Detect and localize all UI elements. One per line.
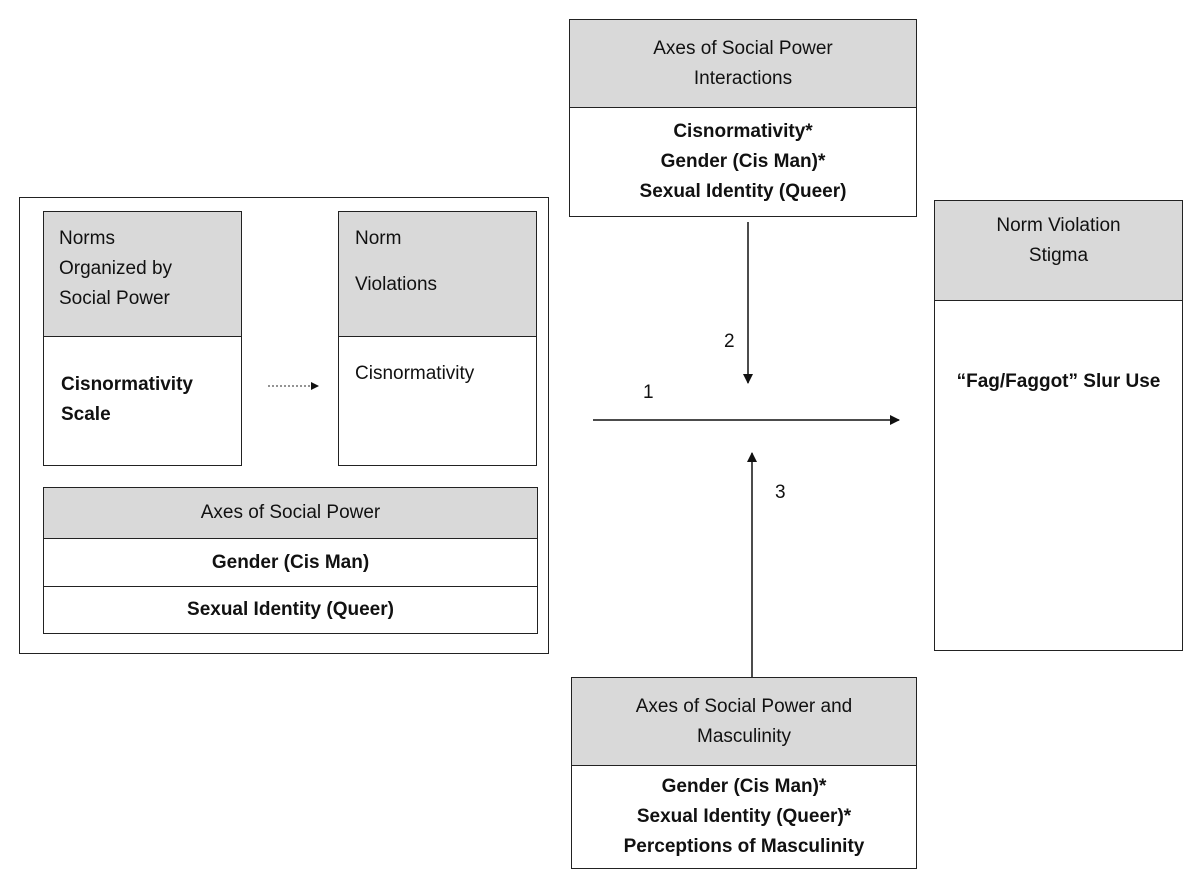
top-box-body-line-1: Cisnormativity* bbox=[673, 121, 813, 142]
norms-header-line-1: Norms bbox=[59, 228, 115, 249]
top-box-header-line-1: Axes of Social Power bbox=[653, 37, 833, 59]
right-box-header: Norm Violation Stigma bbox=[934, 200, 1183, 301]
norms-header-line-2: Organized by bbox=[59, 258, 173, 279]
axes-row-gender-text: Gender (Cis Man) bbox=[211, 551, 370, 573]
axes-header-text: Axes of Social Power bbox=[200, 502, 381, 523]
bottom-box-body-line-3: Perceptions of Masculinity bbox=[623, 836, 865, 857]
right-box-header-line-2: Stigma bbox=[1028, 245, 1089, 266]
norms-header-line-3: Social Power bbox=[59, 288, 170, 309]
violations-header: Norm Violations bbox=[338, 211, 537, 338]
right-box-header-line-1: Norm Violation bbox=[996, 215, 1121, 236]
bottom-box-body-line-1: Gender (Cis Man)* bbox=[661, 776, 827, 797]
bottom-box-header-line-2: Masculinity bbox=[697, 725, 791, 747]
violations-header-line-1: Norm bbox=[355, 228, 402, 249]
norms-header: Norms Organized by Social Power bbox=[43, 211, 242, 338]
norms-body: Cisnormativity Scale bbox=[43, 336, 242, 466]
axes-row-sexual-identity-text: Sexual Identity (Queer) bbox=[187, 599, 394, 620]
top-box-header-line-2: Interactions bbox=[693, 67, 793, 89]
right-box-body-text: “Fag/Faggot” Slur Use bbox=[956, 371, 1161, 392]
top-box-body-line-3: Sexual Identity (Queer) bbox=[639, 181, 847, 202]
top-box-header: Axes of Social Power Interactions bbox=[569, 19, 917, 108]
top-box-body-line-2: Gender (Cis Man)* bbox=[660, 151, 826, 172]
axes-row-sexual-identity: Sexual Identity (Queer) bbox=[43, 586, 538, 634]
right-box-body: “Fag/Faggot” Slur Use bbox=[934, 300, 1183, 651]
path-3-label: 3 bbox=[775, 482, 786, 503]
norms-body-line-2: Scale bbox=[61, 404, 111, 425]
path-2-label: 2 bbox=[724, 331, 735, 352]
top-box-body: Cisnormativity* Gender (Cis Man)* Sexual… bbox=[569, 107, 917, 217]
violations-body-text: Cisnormativity bbox=[355, 363, 475, 384]
path-1-label: 1 bbox=[643, 382, 654, 403]
norms-body-line-1: Cisnormativity bbox=[61, 374, 193, 395]
bottom-box-header-line-1: Axes of Social Power and bbox=[635, 695, 853, 717]
bottom-box-body-line-2: Sexual Identity (Queer)* bbox=[636, 806, 852, 827]
violations-header-line-2: Violations bbox=[355, 274, 438, 295]
bottom-box-body: Gender (Cis Man)* Sexual Identity (Queer… bbox=[571, 765, 917, 869]
violations-body: Cisnormativity bbox=[338, 336, 537, 466]
